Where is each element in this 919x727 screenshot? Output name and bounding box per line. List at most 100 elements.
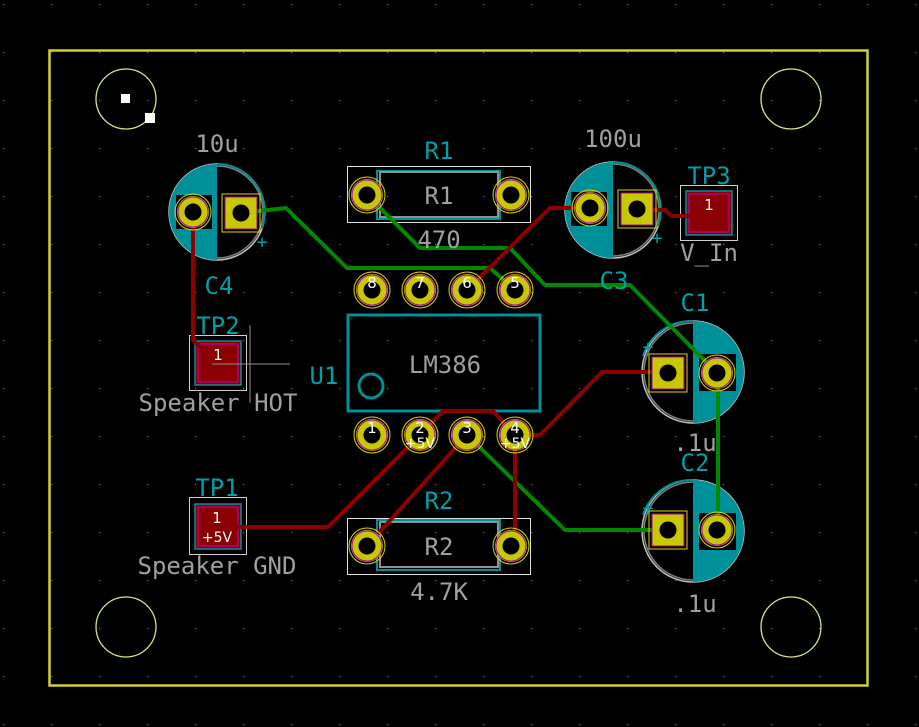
grid-dot xyxy=(339,676,341,678)
trace-c4-to-tp2[interactable] xyxy=(191,210,202,349)
c4-pad-1[interactable] xyxy=(174,193,212,231)
c3-ref: C3 xyxy=(600,267,629,295)
grid-dot xyxy=(3,676,5,678)
grid-dot xyxy=(867,4,869,6)
grid-dot xyxy=(339,628,341,630)
c4-pad-2[interactable] xyxy=(221,193,261,233)
grid-dot xyxy=(243,292,245,294)
grid-dot xyxy=(483,436,485,438)
footprint-c3[interactable] xyxy=(564,161,662,259)
grid-dot xyxy=(147,52,149,54)
grid-dot xyxy=(195,724,197,726)
grid-dot xyxy=(483,292,485,294)
grid-dot xyxy=(579,724,581,726)
grid-dot xyxy=(579,484,581,486)
r1-pad-2[interactable] xyxy=(492,176,530,214)
grid-dot xyxy=(291,340,293,342)
grid-dot xyxy=(531,148,533,150)
trace-u1-pin2-to-pin4[interactable] xyxy=(418,409,517,437)
grid-dot xyxy=(483,724,485,726)
grid-dot xyxy=(291,724,293,726)
grid-dot xyxy=(387,196,389,198)
footprint-tp2[interactable] xyxy=(189,335,247,391)
grid-dot xyxy=(579,532,581,534)
grid-dot xyxy=(99,676,101,678)
grid-dot xyxy=(99,340,101,342)
u1-pin-2[interactable] xyxy=(401,416,439,454)
grid-dot xyxy=(291,292,293,294)
grid-dot xyxy=(435,52,437,54)
grid-dot xyxy=(771,628,773,630)
mounting-hole-top-left[interactable] xyxy=(95,68,157,130)
grid-dot xyxy=(819,436,821,438)
grid-dot xyxy=(51,484,53,486)
tp3-value: V_In xyxy=(680,239,738,267)
grid-dot xyxy=(195,436,197,438)
tp3-pad-number: 1 xyxy=(704,196,714,214)
grid-dot xyxy=(3,484,5,486)
grid-dot xyxy=(3,196,5,198)
r1-ref: R1 xyxy=(425,137,454,165)
grid-dot xyxy=(723,52,725,54)
grid-dot xyxy=(483,580,485,582)
grid-dot xyxy=(819,724,821,726)
grid-dot xyxy=(339,244,341,246)
grid-dot xyxy=(387,580,389,582)
grid-dot xyxy=(579,292,581,294)
c3-pad-2[interactable] xyxy=(617,189,657,229)
r1-body-label: R1 xyxy=(425,182,454,210)
grid-dot xyxy=(291,388,293,390)
grid-dot xyxy=(51,580,53,582)
c1-pad-1[interactable] xyxy=(648,353,688,393)
grid-dot xyxy=(771,484,773,486)
grid-dot xyxy=(3,388,5,390)
board-edge[interactable] xyxy=(48,49,869,687)
r1-pad-1[interactable] xyxy=(348,176,386,214)
trace-u1-pin3-to-r2[interactable] xyxy=(365,433,469,548)
c2-pad-2[interactable] xyxy=(698,511,736,549)
u1-pin-4[interactable] xyxy=(496,416,534,454)
u1-pin-3[interactable] xyxy=(448,416,486,454)
mounting-hole-top-right[interactable] xyxy=(760,68,822,130)
u1-pin-1[interactable] xyxy=(353,416,391,454)
grid-dot xyxy=(723,148,725,150)
grid-dot xyxy=(51,148,53,150)
tp1-ref: TP1 xyxy=(195,474,238,502)
trace-c4-to-u1-pin5[interactable] xyxy=(239,206,517,292)
c2-pad-1[interactable] xyxy=(648,510,688,550)
trace-r1-to-c1[interactable] xyxy=(365,193,719,375)
grid-dot xyxy=(147,484,149,486)
grid-dot xyxy=(579,388,581,390)
c3-pad-1[interactable] xyxy=(571,189,609,227)
grid-dot xyxy=(915,580,917,582)
u1-pin-6[interactable] xyxy=(448,271,486,309)
grid-dot xyxy=(387,244,389,246)
c1-pad-2[interactable] xyxy=(698,354,736,392)
u1-pin-8[interactable] xyxy=(353,271,391,309)
grid-dot xyxy=(627,100,629,102)
cursor-marker xyxy=(145,113,155,123)
trace-tp1-to-u1-pin2[interactable] xyxy=(216,433,422,529)
mounting-hole-bottom-left[interactable] xyxy=(95,596,157,658)
u1-pin-7[interactable] xyxy=(401,271,439,309)
u1-pin-5[interactable] xyxy=(496,271,534,309)
grid-dot xyxy=(339,436,341,438)
grid-dot xyxy=(51,4,53,6)
grid-dot xyxy=(243,628,245,630)
grid-dot xyxy=(243,4,245,6)
grid-dot xyxy=(627,340,629,342)
grid-dot xyxy=(99,100,101,102)
trace-u1-pin3-to-c2[interactable] xyxy=(465,433,670,532)
grid-dot xyxy=(531,676,533,678)
grid-dot xyxy=(819,292,821,294)
grid-dot xyxy=(339,100,341,102)
grid-dot xyxy=(99,580,101,582)
mounting-hole-bottom-right[interactable] xyxy=(760,596,822,658)
grid-dot xyxy=(291,100,293,102)
footprint-tp3[interactable] xyxy=(680,185,738,241)
grid-dot xyxy=(531,388,533,390)
grid-dot xyxy=(291,148,293,150)
r2-pad-1[interactable] xyxy=(348,527,386,565)
r2-pad-2[interactable] xyxy=(492,527,530,565)
